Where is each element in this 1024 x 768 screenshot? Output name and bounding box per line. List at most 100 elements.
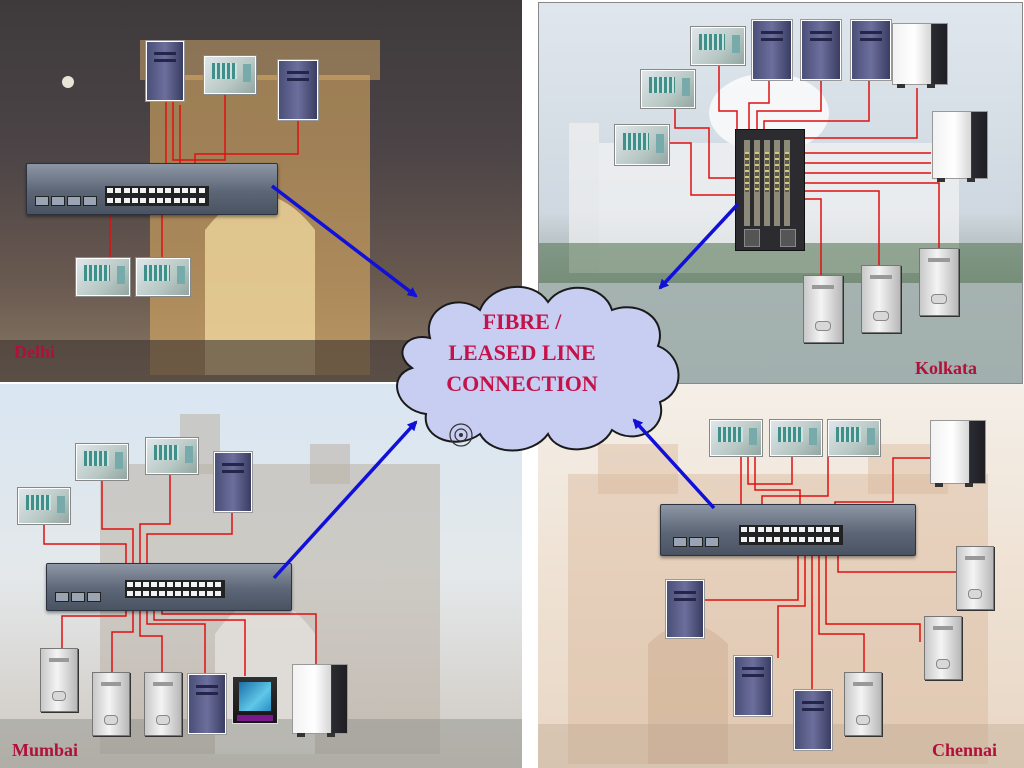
site-label-delhi: Delhi xyxy=(14,342,56,362)
switch-port xyxy=(832,537,839,542)
switch-port xyxy=(175,582,181,587)
switch-port xyxy=(143,591,149,596)
cloud-label-line-3: CONNECTION xyxy=(446,371,598,396)
cloud-label: FIBRE / LEASED LINE CONNECTION xyxy=(372,306,672,399)
switch-port xyxy=(132,198,138,203)
switch-port xyxy=(167,591,173,596)
site-kolkata-panel: Kolkata xyxy=(538,2,1023,384)
kolkata-server-cabinet-2 xyxy=(932,111,988,182)
kolkata-workstation-3 xyxy=(803,275,843,343)
mumbai-workstation-2 xyxy=(92,672,130,736)
mumbai-server-cabinet xyxy=(292,664,348,737)
switch-port xyxy=(165,198,172,203)
chennai-server-cabinet xyxy=(930,420,986,487)
switch-port xyxy=(782,527,789,532)
switch-port xyxy=(816,537,822,542)
arrow-kolkata-to-cloud xyxy=(658,202,740,290)
switch-port xyxy=(791,537,797,542)
switch-port xyxy=(107,198,113,203)
chennai-network-module-1 xyxy=(710,420,762,456)
switch-port xyxy=(151,582,157,587)
switch-port xyxy=(190,188,197,193)
site-label-mumbai: Mumbai xyxy=(12,740,79,760)
switch-port xyxy=(123,188,130,193)
switch-port xyxy=(198,188,205,193)
switch-port xyxy=(157,188,163,193)
switch-port xyxy=(807,527,814,532)
delhi-network-switch xyxy=(26,163,278,215)
switch-port xyxy=(135,591,141,596)
switch-port xyxy=(173,198,180,203)
mumbai-workstation-3 xyxy=(144,672,182,736)
site-label-kolkata: Kolkata xyxy=(915,358,978,378)
switch-port xyxy=(140,188,147,193)
switch-port xyxy=(191,582,197,587)
switch-port xyxy=(115,188,122,193)
mumbai-server-1 xyxy=(214,452,252,512)
mumbai-network-module-3 xyxy=(18,488,70,524)
switch-port xyxy=(749,537,756,542)
chennai-workstation-3 xyxy=(844,672,882,736)
switch-port xyxy=(183,582,189,587)
kolkata-cabling xyxy=(643,63,940,275)
switch-port xyxy=(123,198,130,203)
kolkata-core-switch-chassis xyxy=(735,129,805,251)
switch-port xyxy=(127,582,133,587)
site-chennai-panel: Chennai xyxy=(538,384,1024,768)
mumbai-network-module-1 xyxy=(76,444,128,480)
kolkata-network-module-2 xyxy=(641,70,695,108)
antenna-icon xyxy=(449,423,473,447)
switch-port xyxy=(135,582,141,587)
chennai-workstation-2 xyxy=(924,616,962,680)
mumbai-workstation-1 xyxy=(40,648,78,712)
chennai-server-2 xyxy=(734,656,772,716)
kolkata-network-module-1 xyxy=(691,27,745,65)
kolkata-server-cabinet-1 xyxy=(892,23,948,88)
switch-port xyxy=(824,537,831,542)
switch-port xyxy=(807,537,814,542)
site-mumbai-panel: Mumbai xyxy=(0,384,522,768)
switch-port xyxy=(799,527,806,532)
switch-port xyxy=(182,198,188,203)
switch-port xyxy=(215,582,221,587)
switch-port xyxy=(824,527,831,532)
cloud-shape xyxy=(396,285,680,452)
delhi-server-1 xyxy=(146,41,184,101)
switch-port xyxy=(165,188,172,193)
switch-port xyxy=(832,527,839,532)
switch-port xyxy=(183,591,189,596)
delhi-network-module-1 xyxy=(204,56,256,94)
arrow-chennai-to-cloud xyxy=(632,418,716,510)
kolkata-server-1 xyxy=(752,20,792,80)
mumbai-monitor-icon xyxy=(232,676,278,724)
switch-port xyxy=(191,591,197,596)
switch-port xyxy=(782,537,789,542)
kolkata-workstation-2 xyxy=(861,265,901,333)
switch-port xyxy=(151,591,157,596)
switch-port xyxy=(207,582,213,587)
switch-port xyxy=(198,198,205,203)
cloud-label-line-1: FIBRE / xyxy=(482,309,562,334)
delhi-server-2 xyxy=(278,60,318,120)
switch-port xyxy=(766,527,772,532)
chennai-server-3 xyxy=(794,690,832,750)
switch-port xyxy=(774,527,781,532)
switch-port xyxy=(741,527,747,532)
switch-port xyxy=(143,582,149,587)
switch-port xyxy=(749,527,756,532)
switch-port xyxy=(199,582,205,587)
chennai-network-module-2 xyxy=(770,420,822,456)
switch-port xyxy=(774,537,781,542)
switch-port xyxy=(173,188,180,193)
switch-port xyxy=(757,527,764,532)
mumbai-network-module-2 xyxy=(146,438,198,474)
switch-port xyxy=(816,527,822,532)
switch-port xyxy=(167,582,173,587)
switch-port xyxy=(175,591,181,596)
switch-port xyxy=(190,198,197,203)
delhi-network-module-2 xyxy=(76,258,130,296)
chennai-workstation-1 xyxy=(956,546,994,610)
delhi-cabling xyxy=(109,95,299,258)
mumbai-server-2 xyxy=(188,674,226,734)
